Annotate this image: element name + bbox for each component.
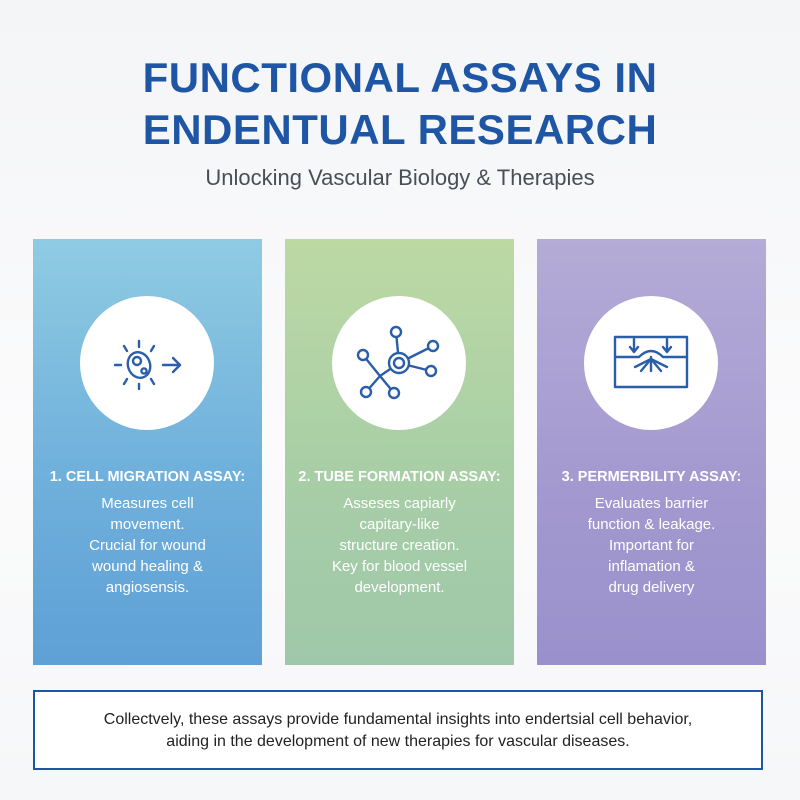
- icon-badge: [80, 296, 214, 430]
- card-line: angiosensis.: [105, 579, 190, 596]
- card-line: structure creation.: [339, 537, 460, 554]
- card-line: drug delivery: [608, 579, 695, 596]
- cell-migration-card: 1. CELL MIGRATION ASSAY: Measures cell m…: [33, 239, 262, 665]
- card-line: capitary-like: [359, 516, 440, 533]
- card-line: movement.: [110, 516, 185, 533]
- card-line: Measures cell: [101, 495, 194, 512]
- card-description: Asseses capiarly capitary-like structure…: [285, 493, 514, 598]
- title-line-2: ENDENTUAL RESEARCH: [142, 106, 658, 153]
- page-title: FUNCTIONAL ASSAYS IN ENDENTUAL RESEARCH: [0, 52, 800, 156]
- tube-network-icon: [356, 325, 440, 400]
- summary-text: Collectvely, these assays provide fundam…: [35, 709, 761, 753]
- barrier-permeability-icon: [613, 335, 689, 389]
- card-line: inflamation &: [608, 558, 695, 575]
- tube-formation-card: 2. TUBE FORMATION ASSAY: Asseses capiarl…: [285, 239, 514, 665]
- card-heading: 3. PERMERBILITY ASSAY:: [561, 469, 742, 485]
- card-line: function & leakage.: [587, 516, 716, 533]
- permeability-card: 3. PERMERBILITY ASSAY: Evaluates barrier…: [537, 239, 766, 665]
- title-line-1: FUNCTIONAL ASSAYS IN: [142, 54, 658, 101]
- card-line: Crucial for wound: [89, 537, 206, 554]
- card-description: Evaluates barrier function & leakage. Im…: [537, 493, 766, 598]
- summary-line-2: aiding in the development of new therapi…: [166, 733, 630, 750]
- card-description: Measures cell movement. Crucial for woun…: [33, 493, 262, 598]
- summary-line-1: Collectvely, these assays provide fundam…: [103, 711, 693, 728]
- card-line: Evaluates barrier: [594, 495, 709, 512]
- card-heading: 1. CELL MIGRATION ASSAY:: [49, 469, 246, 485]
- card-line: Asseses capiarly: [343, 495, 456, 512]
- icon-badge: [332, 296, 466, 430]
- card-heading: 2. TUBE FORMATION ASSAY:: [298, 469, 501, 485]
- card-line: development.: [354, 579, 445, 596]
- card-line: Important for: [608, 537, 695, 554]
- summary-box: Collectvely, these assays provide fundam…: [33, 690, 763, 770]
- icon-badge: [584, 296, 718, 430]
- cell-migration-icon: [113, 339, 182, 391]
- card-line: wound healing &: [92, 558, 203, 575]
- card-line: Key for blood vessel: [331, 558, 468, 575]
- page-subtitle: Unlocking Vascular Biology & Therapies: [205, 165, 595, 190]
